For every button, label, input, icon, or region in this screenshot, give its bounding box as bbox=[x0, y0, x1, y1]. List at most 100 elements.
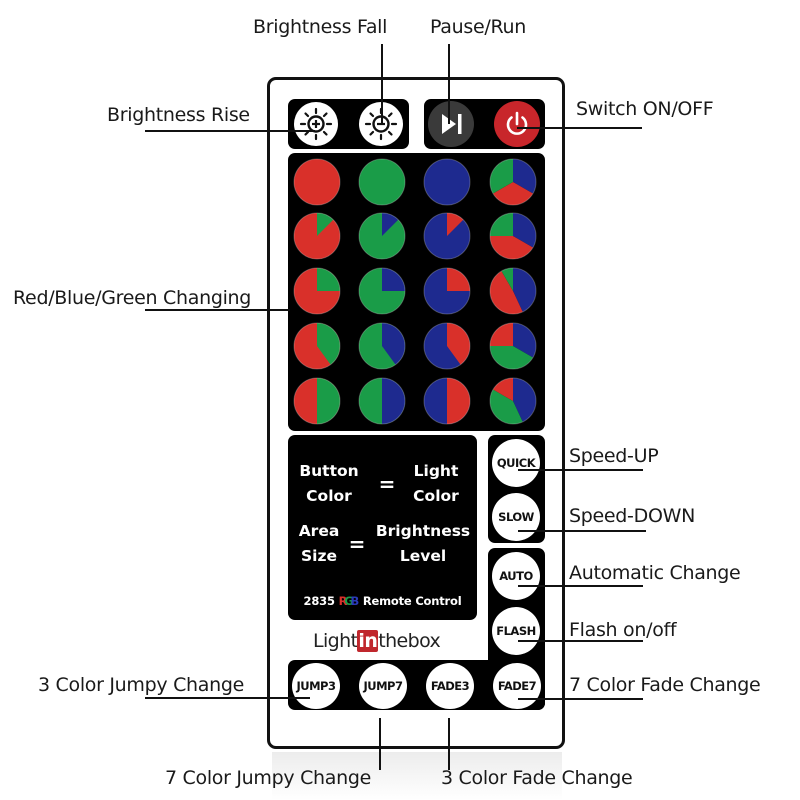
logo-text-left: Light bbox=[313, 630, 358, 652]
pie-segment bbox=[493, 182, 533, 205]
label-brightness-rise: Brightness Rise bbox=[107, 104, 250, 126]
pie-base bbox=[424, 159, 470, 205]
label-flash-on-off: Flash on/off bbox=[569, 619, 677, 641]
color-button-r3-c4[interactable] bbox=[489, 267, 537, 315]
callout-line-jump7 bbox=[379, 718, 381, 770]
pie-segment bbox=[513, 268, 536, 312]
model-number: 2835 bbox=[303, 594, 335, 608]
pie-outline bbox=[489, 158, 537, 206]
info-text: Color bbox=[306, 487, 352, 505]
callout-line-speed-down bbox=[518, 530, 646, 532]
info-area-size: Area Size bbox=[290, 519, 348, 569]
pie-outline bbox=[423, 267, 471, 315]
quick-button[interactable]: QUICK bbox=[492, 439, 540, 487]
info-text: Level bbox=[399, 547, 447, 565]
rgb-r: R bbox=[338, 594, 348, 608]
color-button-r2-c3[interactable] bbox=[423, 212, 471, 260]
pie-segment bbox=[513, 323, 536, 358]
callout-line-pause-run bbox=[448, 44, 450, 124]
auto-button[interactable]: AUTO bbox=[492, 552, 540, 600]
slow-label: SLOW bbox=[498, 510, 534, 524]
color-button-r2-c1[interactable] bbox=[293, 212, 341, 260]
rgb-b: B bbox=[350, 594, 360, 608]
pie-outline bbox=[489, 212, 537, 260]
brand-logo: Lightinthebox bbox=[313, 629, 441, 653]
pie-segment bbox=[447, 323, 470, 365]
label-speed-up: Speed-UP bbox=[569, 445, 659, 467]
info-panel: Button Color = Light Color Area Size = B… bbox=[288, 435, 477, 620]
pie-base bbox=[359, 159, 405, 205]
label-7-color-fade: 7 Color Fade Change bbox=[569, 674, 761, 696]
pie-segment bbox=[513, 159, 536, 194]
color-button-r3-c3[interactable] bbox=[423, 267, 471, 315]
color-button-r2-c2[interactable] bbox=[358, 212, 406, 260]
pie-segment bbox=[447, 268, 470, 291]
pie-segment bbox=[490, 271, 523, 314]
logo-text-mid: in bbox=[357, 630, 379, 652]
color-button-r2-c4[interactable] bbox=[489, 212, 537, 260]
callout-line-switch bbox=[517, 127, 642, 129]
color-button-r3-c1[interactable] bbox=[293, 267, 341, 315]
pie-outline bbox=[489, 267, 537, 315]
color-button-r5-c3[interactable] bbox=[423, 377, 471, 425]
color-button-r5-c2[interactable] bbox=[358, 377, 406, 425]
pie-outline bbox=[423, 212, 471, 260]
color-button-r1-c4[interactable] bbox=[489, 158, 537, 206]
color-button-r3-c2[interactable] bbox=[358, 267, 406, 315]
label-speed-down: Speed-DOWN bbox=[569, 505, 696, 527]
fade7-label: FADE7 bbox=[497, 679, 537, 693]
model-label: 2835 RGB Remote Control bbox=[288, 593, 477, 609]
jump3-button[interactable]: JUMP3 bbox=[292, 663, 340, 709]
callout-line-brightness-rise bbox=[145, 130, 315, 132]
color-button-r4-c4[interactable] bbox=[489, 322, 537, 370]
pause-run-button[interactable] bbox=[428, 101, 474, 147]
callout-line-fade7 bbox=[518, 698, 643, 700]
pie-outline bbox=[293, 267, 341, 315]
info-text: Light bbox=[413, 462, 459, 480]
jump7-button[interactable]: JUMP7 bbox=[359, 663, 407, 709]
label-rgb-changing: Red/Blue/Green Changing bbox=[13, 287, 252, 309]
label-switch-on-off: Switch ON/OFF bbox=[576, 98, 714, 120]
color-button-r5-c1[interactable] bbox=[293, 377, 341, 425]
label-3-color-fade: 3 Color Fade Change bbox=[441, 767, 633, 789]
pie-outline bbox=[423, 377, 471, 425]
remote-reflection bbox=[272, 752, 562, 800]
color-button-r1-c3[interactable] bbox=[423, 158, 471, 206]
slow-button[interactable]: SLOW bbox=[492, 493, 540, 541]
brightness-rise-button[interactable] bbox=[294, 102, 338, 146]
pie-segment bbox=[490, 389, 523, 424]
callout-line-fade3 bbox=[448, 718, 450, 770]
fade7-button[interactable]: FADE7 bbox=[493, 663, 541, 709]
pie-segment bbox=[317, 378, 340, 424]
color-button-r5-c4[interactable] bbox=[489, 377, 537, 425]
pie-segment bbox=[493, 378, 513, 401]
flash-button[interactable]: FLASH bbox=[492, 607, 540, 655]
pie-segment bbox=[447, 213, 464, 236]
pie-segment bbox=[490, 159, 513, 194]
color-button-r4-c1[interactable] bbox=[293, 322, 341, 370]
pie-segment bbox=[382, 268, 405, 291]
pie-segment bbox=[317, 268, 340, 291]
callout-line-brightness-fall bbox=[381, 44, 383, 124]
color-button-r1-c1[interactable] bbox=[293, 158, 341, 206]
fade3-label: FADE3 bbox=[430, 679, 470, 693]
info-equals: = bbox=[378, 472, 396, 496]
pie-outline bbox=[358, 158, 406, 206]
pie-segment bbox=[490, 323, 513, 346]
fade3-button[interactable]: FADE3 bbox=[426, 663, 474, 709]
switch-on-off-button[interactable] bbox=[494, 101, 540, 147]
pie-outline bbox=[358, 212, 406, 260]
pie-segment bbox=[490, 236, 533, 259]
color-button-r1-c2[interactable] bbox=[358, 158, 406, 206]
play-pause-icon bbox=[442, 114, 462, 134]
pie-segment bbox=[513, 213, 536, 248]
callout-line-jump3 bbox=[145, 697, 310, 699]
model-suffix: Remote Control bbox=[362, 594, 462, 608]
callout-line-flash bbox=[518, 640, 643, 642]
label-pause-run: Pause/Run bbox=[430, 16, 527, 38]
pie-base bbox=[294, 159, 340, 205]
color-button-r4-c3[interactable] bbox=[423, 322, 471, 370]
callout-line-rgb bbox=[145, 309, 290, 311]
color-button-r4-c2[interactable] bbox=[358, 322, 406, 370]
pie-outline bbox=[489, 322, 537, 370]
